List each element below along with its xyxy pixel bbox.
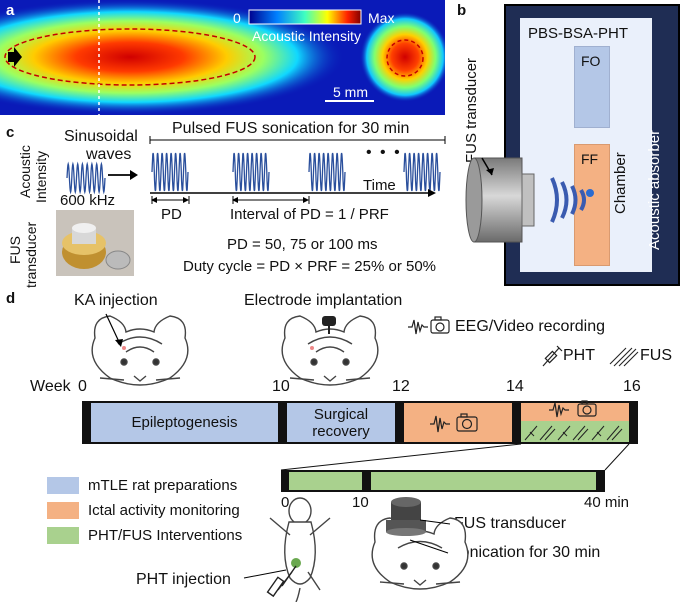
epileptogenesis-label: Epileptogenesis xyxy=(131,414,238,431)
week-tick-0: 0 xyxy=(78,378,87,395)
sonication-label: Sonication for 30 min xyxy=(450,544,601,561)
legend-swatch-mtle xyxy=(47,477,79,494)
week-tick-10: 10 xyxy=(272,378,290,395)
frequency-label: 600 kHz xyxy=(60,192,116,209)
legend-ictal-label: Ictal activity monitoring xyxy=(88,502,240,519)
surgical-label: Surgical xyxy=(313,405,369,423)
week-tick-14: 14 xyxy=(506,378,524,395)
week-tick-16: 16 xyxy=(623,378,641,395)
chamber-title: PBS-BSA-PHT xyxy=(528,25,629,42)
timeline-cap-14 xyxy=(512,401,521,444)
fus-wave-icon xyxy=(609,347,639,367)
pulse-train-4 xyxy=(403,152,441,192)
fus-legend-label: FUS xyxy=(640,347,672,364)
legend-swatch-pht-fus xyxy=(47,527,79,544)
epileptogenesis-segment: Epileptogenesis xyxy=(91,401,278,444)
intervention-eeg-icon xyxy=(549,402,569,418)
transducer-photo xyxy=(56,210,134,276)
carrier-sine-wave xyxy=(66,161,106,195)
duty-cycle: Duty cycle = PD × PRF = 25% or 50% xyxy=(183,258,437,275)
intervention-pht-fus-icons xyxy=(524,425,623,441)
recovery-label: recovery xyxy=(312,422,370,440)
sub-tick-10: 10 xyxy=(352,494,369,511)
timeline-cap-12 xyxy=(395,401,404,444)
panel-c-letter: c xyxy=(6,124,15,141)
colorbar-title: Acoustic Intensity xyxy=(252,28,361,44)
waves-label: waves xyxy=(86,146,132,163)
pulse-train-2 xyxy=(232,152,270,192)
legend-mtle-label: mTLE rat preparations xyxy=(88,477,238,494)
legend-pht-fus-label: PHT/FUS Interventions xyxy=(88,527,243,544)
rat-body xyxy=(269,497,331,602)
pht-legend-label: PHT xyxy=(563,347,595,364)
sub-segment-fus xyxy=(371,470,596,492)
week-label: Week xyxy=(30,378,71,395)
pht-injection-label: PHT injection xyxy=(136,571,231,588)
pd-values: PD = 50, 75 or 100 ms xyxy=(227,236,378,253)
panel-a-letter: a xyxy=(6,2,15,19)
panel-d-letter: d xyxy=(6,290,16,307)
sub-cap-0 xyxy=(281,470,289,492)
sinusoidal-label: Sinusoidal xyxy=(64,128,138,145)
heatmap-svg xyxy=(0,0,445,115)
sub-segment-pht xyxy=(289,470,362,492)
sub-tick-0: 0 xyxy=(281,494,290,511)
electrode-implantation-label: Electrode implantation xyxy=(244,292,403,309)
sub-cap-40 xyxy=(596,470,605,492)
ka-injection-label: KA injection xyxy=(74,292,158,309)
ellipsis: • • • xyxy=(366,144,402,161)
eeg-video-label: EEG/Video recording xyxy=(455,318,606,335)
panel-a-heatmap xyxy=(0,0,445,115)
interval-label: Interval of PD = 1 / PRF xyxy=(230,206,389,223)
monitoring-segment xyxy=(404,401,512,444)
syringe-icon xyxy=(542,345,563,367)
pulsed-fus-title: Pulsed FUS sonication for 30 min xyxy=(172,120,410,137)
fo-label: FO xyxy=(581,53,601,69)
fus-transducer-cylinder xyxy=(386,497,426,536)
eeg-wave-icon xyxy=(408,319,428,335)
timeline-cap-0 xyxy=(82,401,91,444)
intervention-camera-icon xyxy=(577,400,597,417)
monitoring-camera-icon xyxy=(456,413,478,432)
rat-head-electrode xyxy=(281,315,379,386)
pulse-train-1 xyxy=(151,152,189,192)
monitoring-eeg-icon xyxy=(430,415,450,433)
time-axis-label: Time xyxy=(363,177,396,194)
colorbar-min-label: 0 xyxy=(233,10,241,26)
legend-swatch-ictal xyxy=(47,502,79,519)
pd-label: PD xyxy=(161,206,182,223)
surgical-recovery-segment: Surgical recovery xyxy=(287,401,395,444)
fus-transducer-d-label: FUS transducer xyxy=(454,515,567,532)
timeline-cap-16 xyxy=(629,401,638,444)
timeline-cap-10 xyxy=(278,401,287,444)
sub-tick-40: 40 min xyxy=(584,494,630,511)
colorbar-max-label: Max xyxy=(368,10,395,26)
pulse-train-3 xyxy=(308,152,346,192)
camera-icon xyxy=(430,316,450,334)
rat-head-ka xyxy=(91,315,189,386)
fo-vial xyxy=(574,46,610,128)
scalebar-label: 5 mm xyxy=(333,84,368,100)
week-tick-12: 12 xyxy=(392,378,410,395)
sub-cap-10 xyxy=(362,470,371,492)
ff-label: FF xyxy=(581,151,599,167)
syringe-injection-icon xyxy=(266,565,297,598)
panel-b-letter: b xyxy=(457,2,467,19)
